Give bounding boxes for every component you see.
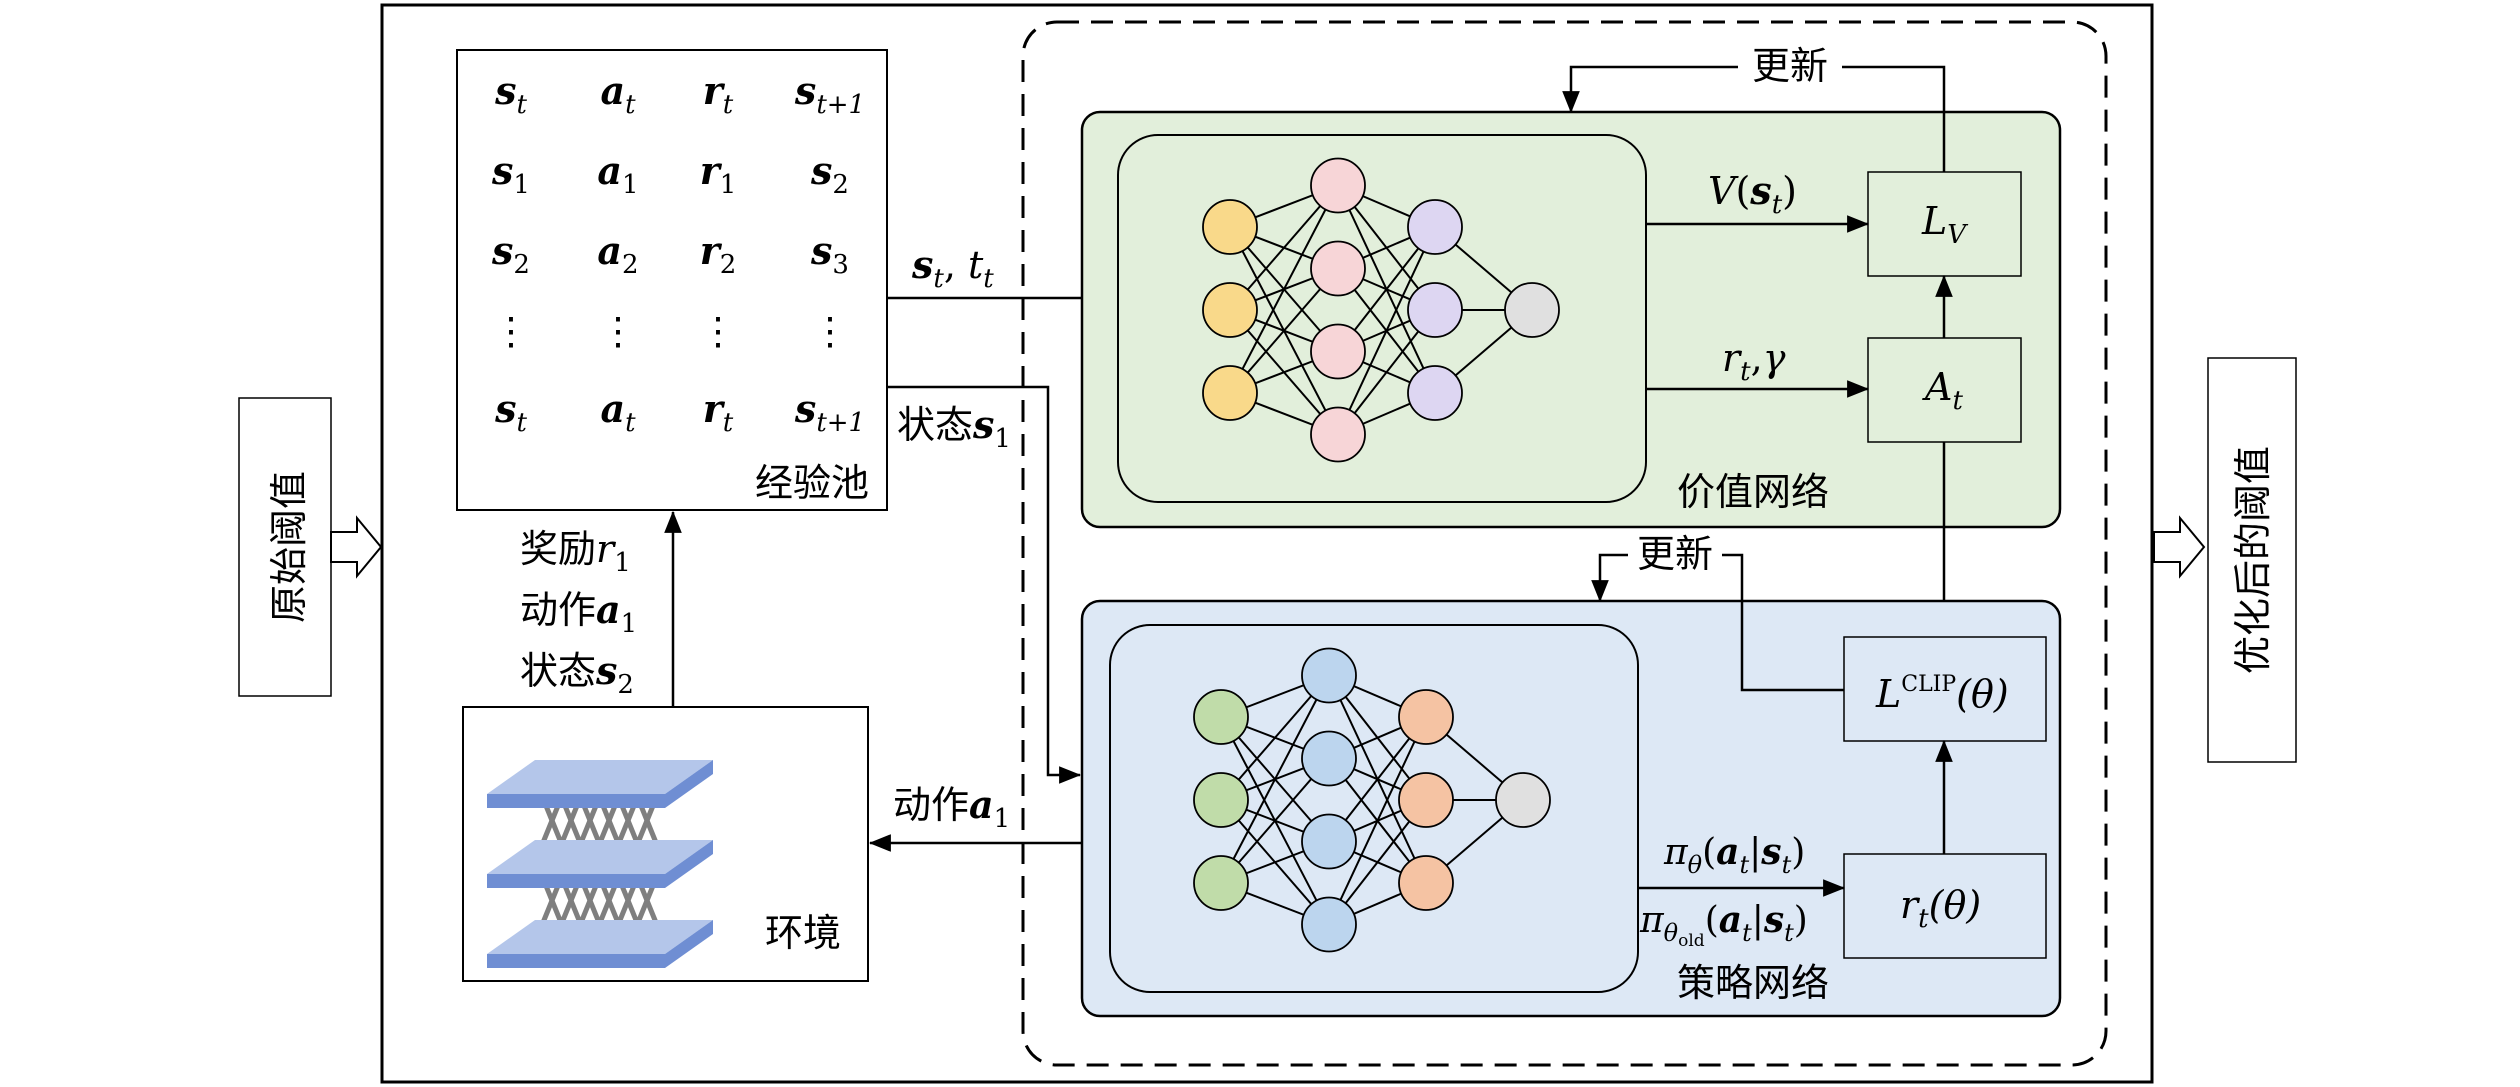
value-network-inner-box — [1117, 134, 1647, 503]
buffer-cell: r1 — [700, 148, 737, 200]
buffer-cell: s3 — [810, 228, 849, 280]
state-feedback-label: 状态s2 — [520, 648, 634, 700]
policy-update-label: 更新 — [1637, 532, 1713, 576]
environment-illustration — [487, 760, 713, 968]
value-net-neuron-layer-1 — [1202, 282, 1258, 338]
value-net-neuron-layer-2 — [1310, 323, 1366, 380]
value-net-neuron-layer-3 — [1407, 365, 1463, 421]
buffer-cell: at — [600, 386, 636, 438]
value-net-neuron-layer-2 — [1310, 406, 1366, 463]
V-label: V(st) — [1708, 168, 1797, 220]
buffer-to-policy-label: 状态s1 — [897, 402, 1011, 454]
buffer-cell: st+1 — [794, 68, 865, 120]
buffer-cell: at — [600, 68, 636, 120]
buffer-cell: r2 — [700, 228, 737, 280]
value-update-arrow-head — [1562, 65, 1738, 114]
value-network-title: 价值网络 — [1677, 470, 1829, 514]
policy-network-title: 策略网络 — [1677, 961, 1829, 1005]
input-label: 原始阈值 — [267, 471, 311, 623]
buffer-cell: ⋮ — [599, 309, 637, 353]
buffer-cell: ⋮ — [699, 309, 737, 353]
value-net-neuron-layer-2 — [1310, 240, 1366, 297]
policy-net-neuron-layer-1 — [1193, 855, 1249, 911]
Lclip-label: LCLIP(θ) — [1875, 672, 2009, 716]
policy-update-arrow — [1722, 553, 1844, 692]
value-net-neuron-layer-1 — [1202, 199, 1258, 255]
At-label: At — [1922, 365, 1963, 416]
value-update-arrow — [1842, 65, 1946, 172]
env-plate-2 — [487, 840, 713, 888]
buffer-cell: st+1 — [794, 386, 865, 438]
value-neural-net — [1202, 157, 1560, 463]
pi-old-label: πθold(at|st) — [1639, 899, 1808, 951]
policy-net-neuron-layer-2 — [1301, 730, 1357, 787]
policy-to-env-label: 动作a1 — [893, 782, 1010, 834]
env-plate-1 — [487, 760, 713, 808]
outer-frame — [380, 3, 2154, 1084]
env-plate-3 — [487, 920, 713, 968]
value-net-neuron-layer-3 — [1407, 199, 1463, 255]
value-update-label: 更新 — [1752, 44, 1828, 88]
agent-dashed-frame — [1021, 20, 2108, 1067]
environment-title: 环境 — [765, 911, 841, 955]
action-feedback-label: 动作a1 — [520, 587, 637, 639]
LV-label: LV — [1921, 199, 1968, 250]
output-hollow-arrow — [2153, 515, 2206, 579]
reward-gamma-label: rt,γ — [1722, 336, 1786, 387]
buffer-table: st at rt st+1 s1 a1 r1 s2 s2 a2 r2 s3 ⋮ ⋮ ⋮ ⋮ st at rt st+1 — [491, 68, 865, 438]
value-net-neuron-layer-1 — [1202, 365, 1258, 421]
buffer-cell: rt — [703, 68, 734, 120]
experience-buffer-box — [456, 49, 888, 511]
value-net-neuron-layer-3 — [1407, 282, 1463, 338]
ratio-label: rt(θ) — [1900, 883, 1981, 934]
buffer-cell: s2 — [491, 228, 530, 280]
policy-net-neuron-layer-3 — [1398, 772, 1454, 828]
buffer-cell: rt — [703, 386, 734, 438]
policy-net-neuron-layer-4 — [1495, 772, 1551, 828]
buffer-cell: st — [494, 68, 527, 120]
buffer-cell: a2 — [597, 228, 638, 280]
value-net-neuron-layer-2 — [1310, 157, 1366, 214]
buffer-cell: s2 — [810, 148, 849, 200]
buffer-cell: s1 — [491, 148, 530, 200]
output-label-box — [2207, 357, 2297, 763]
buffer-cell: ⋮ — [811, 309, 849, 353]
buffer-to-value-label: st,tt — [911, 242, 994, 294]
input-hollow-arrow — [330, 515, 383, 579]
policy-net-neuron-layer-3 — [1398, 689, 1454, 745]
policy-net-neuron-layer-2 — [1301, 813, 1357, 870]
policy-neural-net — [1193, 647, 1551, 953]
input-label-box — [238, 397, 332, 697]
buffer-cell: ⋮ — [492, 309, 530, 353]
policy-net-neuron-layer-1 — [1193, 689, 1249, 745]
buffer-cell: a1 — [597, 148, 638, 200]
value-net-neuron-layer-4 — [1504, 282, 1560, 338]
pi-label: πθ(at|st) — [1663, 831, 1805, 879]
policy-update-arrow-head — [1591, 553, 1628, 603]
reward-label: 奖励r1 — [520, 527, 631, 578]
buffer-cell: st — [494, 386, 527, 438]
policy-net-neuron-layer-2 — [1301, 896, 1357, 953]
buffer-to-policy-arrow — [887, 385, 1082, 784]
output-label: 优化后的阈值 — [2231, 446, 2275, 674]
policy-net-neuron-layer-2 — [1301, 647, 1357, 704]
policy-network-inner-box — [1109, 624, 1639, 993]
buffer-title: 经验池 — [755, 461, 869, 505]
policy-net-neuron-layer-1 — [1193, 772, 1249, 828]
policy-net-neuron-layer-3 — [1398, 855, 1454, 911]
